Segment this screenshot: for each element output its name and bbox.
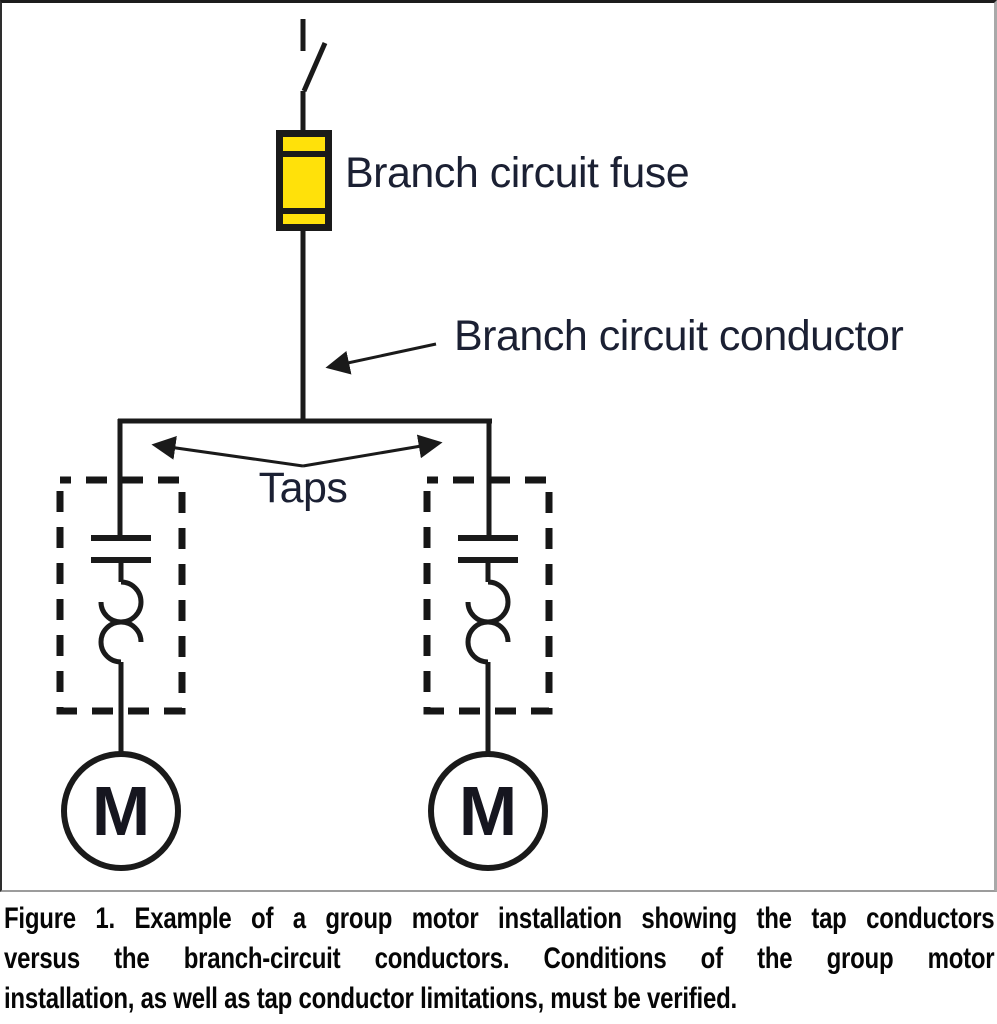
disconnect-switch-symbol [300, 19, 328, 133]
motor-right: M [428, 751, 548, 871]
taps-arrows [151, 434, 443, 468]
overload-relay-left [98, 560, 144, 755]
caption-line-1: Figure 1. Example of a group motor insta… [4, 902, 995, 935]
circuit-diagram-frame: M M Taps Branch circuit fuse Branch circ… [0, 0, 997, 892]
motor-right-letter: M [459, 772, 517, 850]
figure-caption-text: Figure 1. Example of a group motor insta… [4, 899, 995, 1019]
conductor-label: Branch circuit conductor [454, 312, 903, 360]
fuse-symbol [276, 130, 332, 231]
circuit-diagram: M M Taps Branch circuit fuse Branch circ… [56, 19, 904, 871]
contactor-contact-left [91, 535, 151, 563]
figure-caption: Figure 1. Example of a group motor insta… [0, 899, 997, 1019]
taps-label: Taps [259, 464, 348, 512]
caption-line-3: installation, as well as tap conductor l… [4, 982, 737, 1015]
motor-left-letter: M [92, 772, 150, 850]
motor-left: M [61, 751, 181, 871]
overload-relay-right [465, 560, 511, 755]
contactor-contact-right [458, 535, 518, 563]
conductor-arrow [325, 342, 437, 375]
caption-line-2: versus the branch-circuit conductors. Co… [4, 942, 995, 975]
fuse-label: Branch circuit fuse [345, 149, 689, 197]
